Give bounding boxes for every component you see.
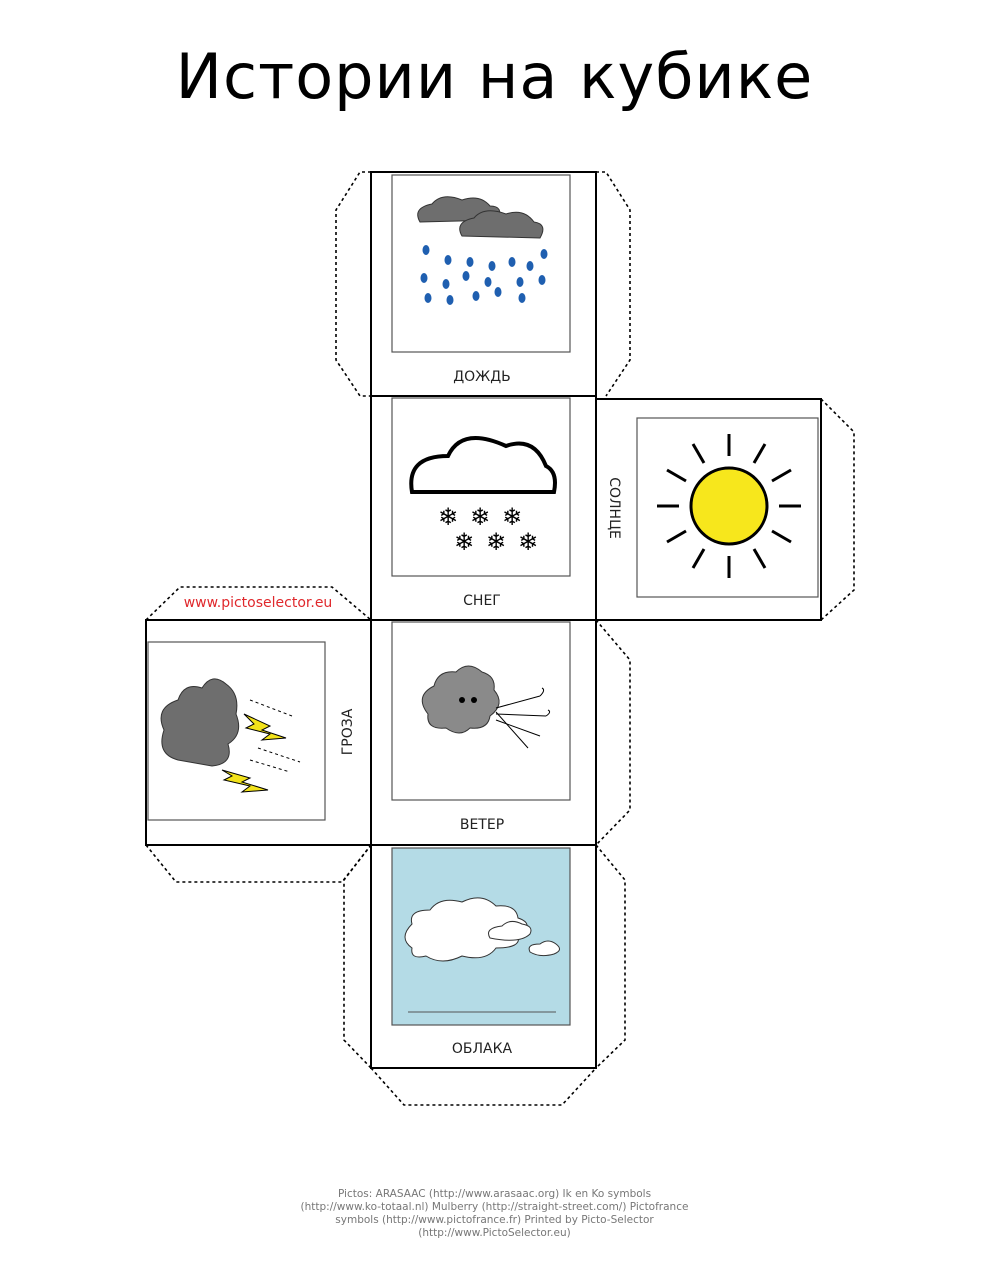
credits-line: Pictos: ARASAAC (http://www.arasaac.org)… (337, 1188, 652, 1200)
tab-clouds-right (595, 844, 626, 1069)
label-clouds: ОБЛАКА (452, 1041, 513, 1057)
label-thunder: ГРОЗА (340, 708, 356, 755)
tab-clouds-bottom (370, 1067, 597, 1106)
tab-thunder-bottom (145, 844, 372, 883)
label-wind: ВЕТЕР (460, 817, 504, 833)
svg-text:❄: ❄ (502, 503, 522, 531)
snow-icon: ❄❄❄ ❄❄❄ (409, 436, 557, 556)
svg-text:❄: ❄ (470, 503, 490, 531)
sun-icon (657, 434, 801, 578)
svg-text:❄: ❄ (438, 503, 458, 531)
svg-text:❄: ❄ (518, 528, 538, 556)
svg-text:❄: ❄ (486, 528, 506, 556)
tab-rain-left (335, 171, 371, 397)
thunderstorm-icon (160, 678, 301, 793)
page-title: Истории на кубике (175, 40, 814, 113)
tab-clouds-left (343, 844, 372, 1069)
label-snow: СНЕГ (463, 593, 501, 609)
tab-wind-right (595, 619, 631, 846)
watermark-link: www.pictoselector.eu (184, 595, 333, 611)
tab-thunder-top (145, 586, 372, 621)
label-rain: ДОЖДЬ (453, 369, 511, 385)
label-sun: СОЛНЦЕ (606, 477, 622, 539)
credits-line: (http://www.ko-totaal.nl) Mulberry (http… (300, 1201, 689, 1213)
picture-frames (147, 174, 819, 821)
credits-footer: Pictos: ARASAAC (http://www.arasaac.org)… (0, 1188, 989, 1240)
rain-icon (417, 196, 548, 305)
svg-text:❄: ❄ (454, 528, 474, 556)
tab-sun-right (820, 398, 855, 621)
clouds-icon (404, 897, 560, 1013)
credits-line: (http://www.PictoSelector.eu) (418, 1227, 571, 1239)
face-borders (145, 171, 822, 1069)
glue-tabs (145, 171, 855, 1106)
credits-line: symbols (http://www.pictofrance.fr) Prin… (335, 1214, 654, 1226)
tab-rain-right (596, 171, 631, 397)
wind-icon (421, 665, 551, 749)
